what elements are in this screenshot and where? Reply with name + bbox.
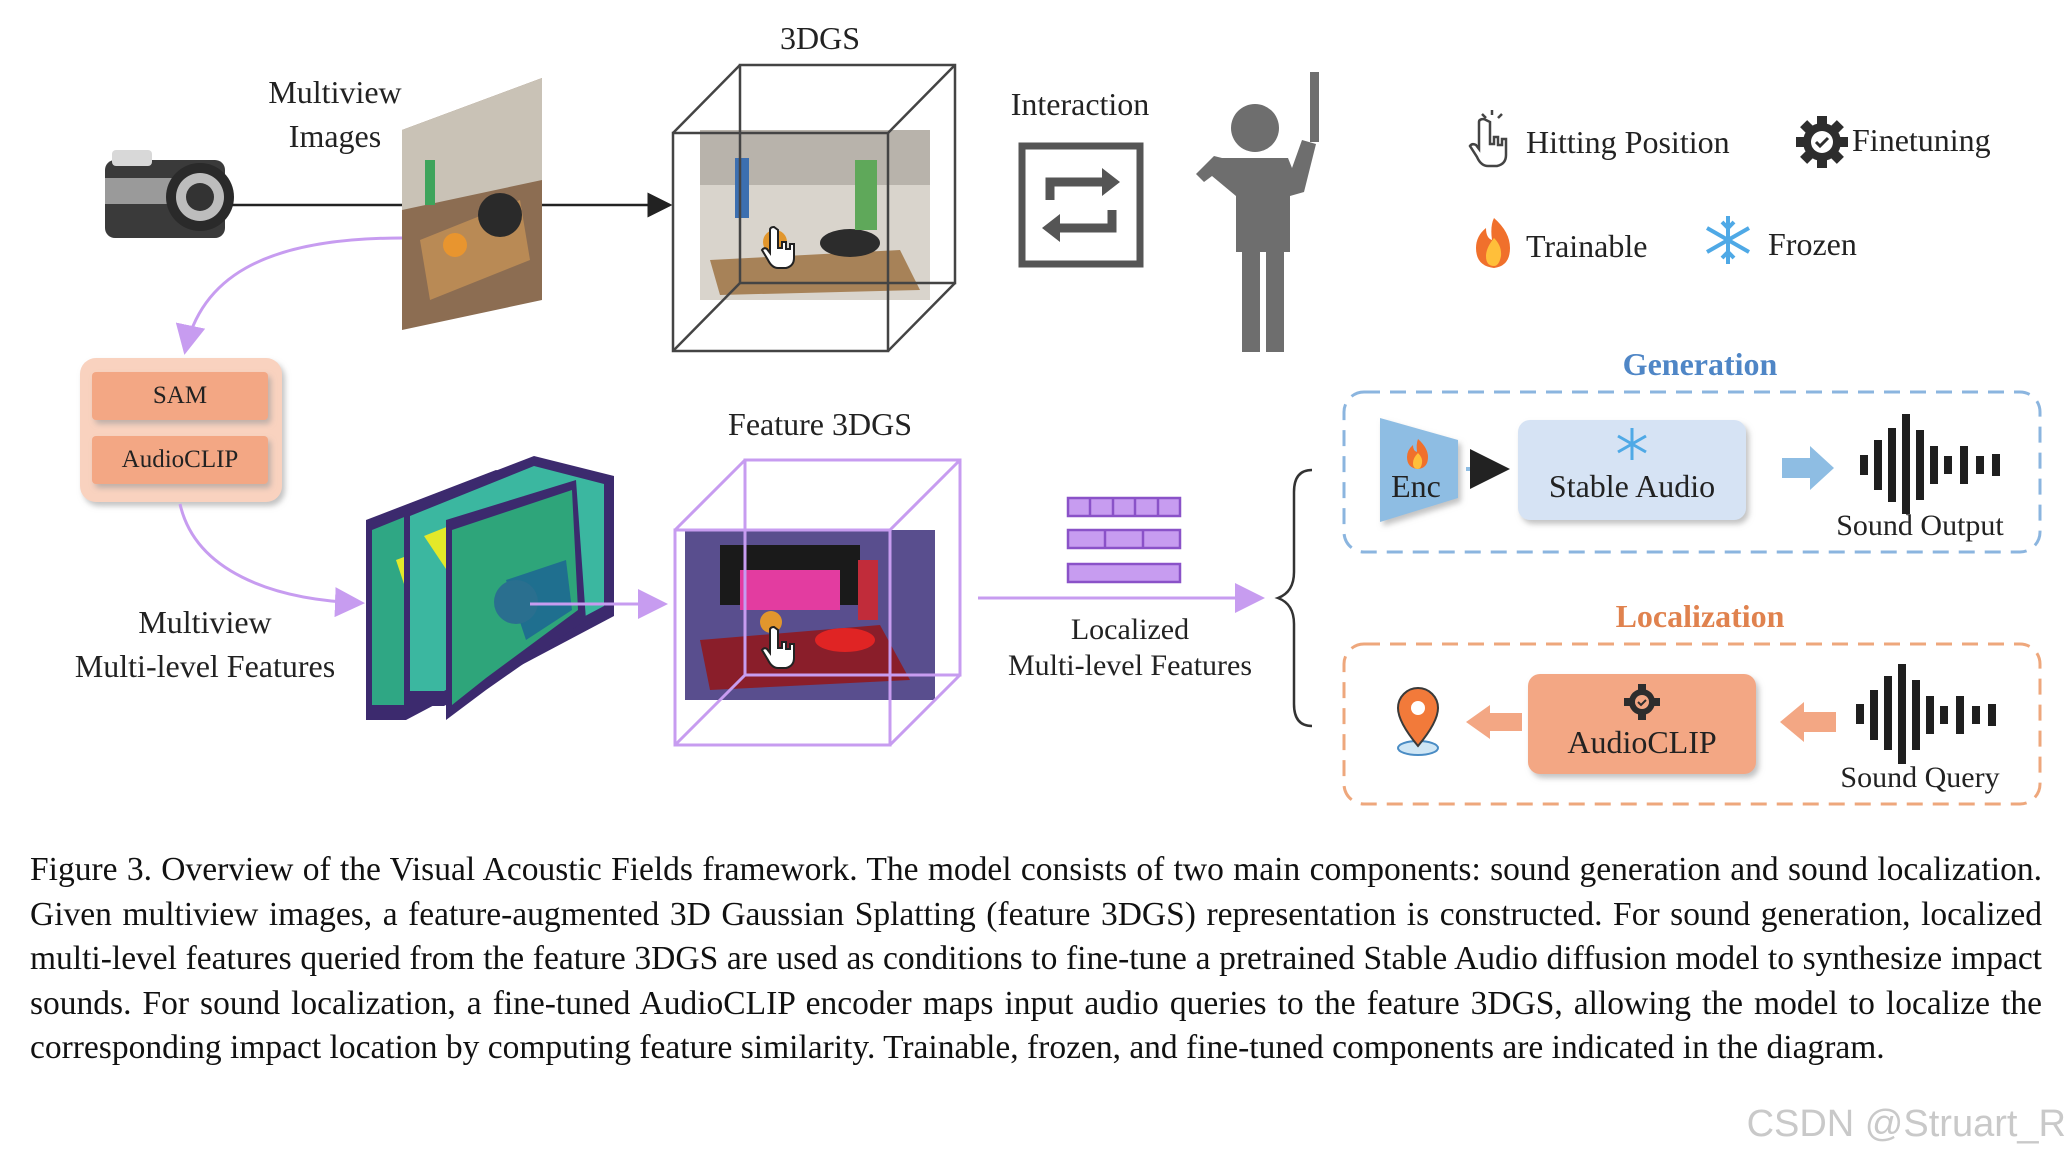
generation-title: Generation [1622, 346, 1778, 382]
multiview-images-label-line1: Multiview [268, 74, 402, 110]
feature-3dgs-cube [673, 458, 962, 747]
interaction-loop-icon [1018, 142, 1144, 268]
trainable-fire-icon [1476, 218, 1510, 268]
localization-title: Localization [1615, 598, 1785, 634]
stable-audio-box [1518, 420, 1746, 520]
localized-features-label-line1: Localized [1070, 613, 1190, 646]
frozen-snowflake-icon [1706, 216, 1750, 264]
curly-brace [1274, 468, 1313, 728]
audioclip-finetuning-gear-icon [1624, 684, 1660, 720]
legend-trainable-label: Trainable [1526, 228, 1648, 264]
camera-icon [105, 150, 234, 238]
multiview-images-label-line2: Images [288, 118, 382, 154]
feature-3dgs-label: Feature 3DGS [728, 406, 912, 442]
multiview-image [402, 78, 542, 330]
localization-audioclip-label: AudioCLIP [1567, 724, 1717, 760]
finetuning-gear-icon [1796, 116, 1848, 168]
legend-hitting-label: Hitting Position [1526, 124, 1730, 160]
generation-box [1342, 390, 2042, 554]
3dgs-cube [671, 63, 957, 353]
enc-trainable-fire-icon [1407, 439, 1428, 469]
multiview-features-label-line1: Multiview [138, 604, 272, 640]
enc-label: Enc [1391, 468, 1441, 504]
hand-cursor-icon [760, 225, 795, 269]
top-3dgs-label: 3DGS [779, 20, 860, 56]
person-figure-icon [1196, 72, 1319, 352]
image-to-sam-arrow [175, 236, 403, 355]
sound-output-label: Sound Output [1836, 509, 2004, 542]
watermark: CSDN @Struart_R [1746, 1103, 2066, 1145]
sound-query-waveform-icon [1856, 664, 1996, 764]
localization-audioclip-box [1528, 674, 1756, 774]
localization-box [1342, 642, 2042, 806]
query-to-audioclip-arrow [1780, 702, 1836, 742]
figure-caption: Figure 3. Overview of the Visual Acousti… [30, 851, 2042, 1067]
sam-label: SAM [152, 382, 208, 409]
interaction-label: Interaction [1010, 86, 1150, 122]
stable-audio-to-output-arrow [1782, 446, 1834, 490]
audioclip-encoder-label: AudioCLIP [121, 446, 239, 473]
sam-to-features-arrow [178, 503, 365, 618]
localized-features-label-line2: Multi-level Features [1007, 649, 1253, 682]
multiview-features-label-line2: Multi-level Features [74, 648, 336, 684]
sound-output-waveform-icon [1860, 414, 2000, 514]
hitting-position-icon [1468, 110, 1508, 168]
stable-audio-frozen-snowflake-icon [1617, 428, 1647, 460]
sound-query-label: Sound Query [1840, 761, 2000, 794]
legend-frozen-label: Frozen [1768, 226, 1857, 262]
framework-diagram [80, 63, 2042, 806]
audioclip-to-pin-arrow [1466, 705, 1522, 739]
enc-trapezoid [1380, 418, 1458, 522]
legend-finetuning-label: Finetuning [1852, 122, 1991, 158]
sam-audioclip-container [80, 358, 282, 502]
stable-audio-label: Stable Audio [1548, 468, 1716, 504]
localized-feature-bars [1066, 496, 1182, 584]
multiview-feature-maps [366, 456, 614, 720]
location-pin-icon [1396, 687, 1440, 756]
